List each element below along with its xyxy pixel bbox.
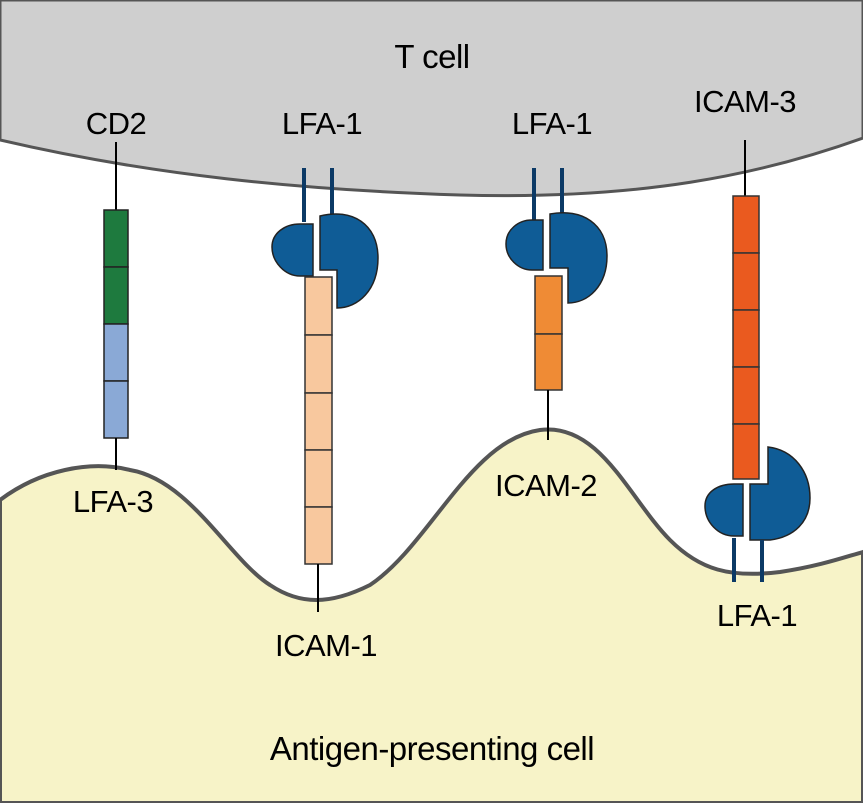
lfa1-c-right-head [749,446,811,541]
cd2-lfa3-pair [103,142,129,470]
icam3-domain-2 [732,252,760,311]
lfa3-domain-1 [103,323,129,382]
lfa1-b-right-head [549,212,608,304]
t-cell-body [0,0,863,198]
icam3-domain-1 [732,195,760,254]
lfa1-c-label: LFA-1 [716,598,798,633]
icam1-domain-5 [304,506,333,565]
lfa3-domain-2 [103,380,129,439]
lfa1-a-label: LFA-1 [281,106,363,141]
cd2-domain-1 [103,209,129,268]
lfa1-icam2-pair [505,168,608,440]
icam1-domain-3 [304,392,333,451]
icam3-domain-4 [732,366,760,425]
apc-label: Antigen-presenting cell [269,730,595,767]
icam1-label: ICAM-1 [274,628,378,663]
icam2-domain-2 [534,333,563,391]
icam1-domain-2 [304,334,333,394]
icam3-domain-3 [732,309,760,368]
lfa1-b-label: LFA-1 [511,106,593,141]
lfa1-c-left-head [704,483,744,537]
icam2-label: ICAM-2 [494,468,598,503]
icam1-domain-4 [304,449,333,508]
icam1-domain-1 [304,276,333,336]
cd2-domain-2 [103,266,129,325]
icam3-lfa1-pair [704,140,811,582]
lfa1-icam1-pair [271,168,379,612]
icam2-domain-1 [534,275,563,335]
t-cell-label: T cell [394,38,470,75]
lfa1-a-left-head [271,223,314,277]
lfa1-b-left-head [505,219,544,271]
icam3-label: ICAM-3 [693,84,797,119]
lfa3-label: LFA-3 [72,484,154,519]
lfa1-a-right-head [319,213,379,309]
icam3-domain-5 [732,423,760,480]
apc-body [0,427,863,803]
cd2-label: CD2 [85,106,147,141]
